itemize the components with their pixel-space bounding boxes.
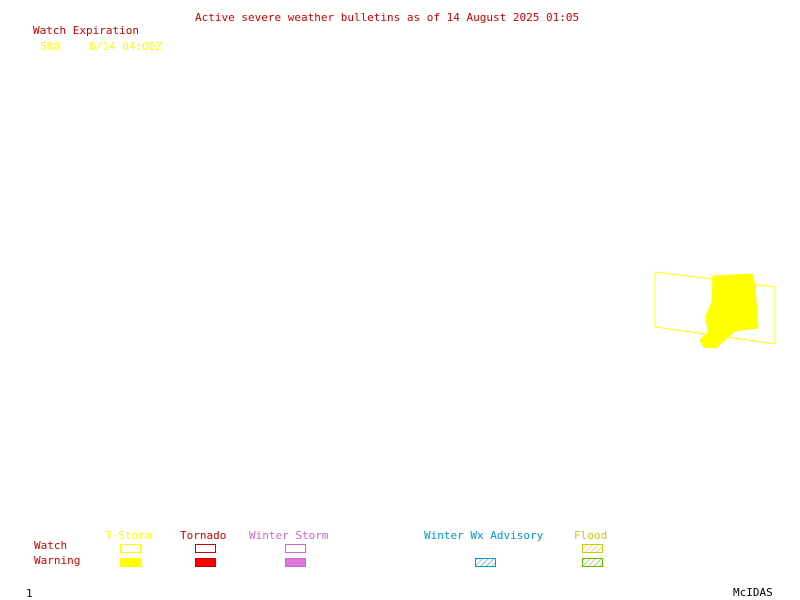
- tstorm-watch-swatch: [120, 544, 141, 553]
- flood-watch-swatch: [582, 544, 603, 553]
- watch-number: 588: [40, 40, 60, 53]
- tornado-watch-swatch: [195, 544, 216, 553]
- winter-storm-watch-swatch: [285, 544, 306, 553]
- legend-tornado-label: Tornado: [180, 529, 227, 542]
- legend-winter-wx-advisory-label: Winter Wx Advisory: [424, 529, 544, 542]
- legend-watch-row-label: Watch: [34, 539, 68, 552]
- legend-flood-label: Flood: [574, 529, 608, 542]
- legend-warning-row-label: Warning: [34, 554, 81, 567]
- flood-warning-swatch: [582, 558, 603, 567]
- tornado-warning-swatch: [195, 558, 216, 567]
- tstorm-warning-swatch: [120, 558, 141, 567]
- software-credit: McIDAS: [733, 586, 773, 599]
- tstorm-warning-area: [699, 273, 759, 349]
- watch-expiration-heading: Watch Expiration: [33, 24, 139, 37]
- legend-winter-storm-label: Winter Storm: [249, 529, 329, 542]
- frame-number: 1: [26, 587, 33, 600]
- legend-tstorm-label: T-Storm: [105, 529, 152, 542]
- winter-storm-warning-swatch: [285, 558, 306, 567]
- watch-expiration-time: 8/14 04:00Z: [89, 40, 162, 53]
- bulletin-title: Active severe weather bulletins as of 14…: [195, 11, 580, 24]
- winter-wx-advisory-swatch: [475, 558, 496, 567]
